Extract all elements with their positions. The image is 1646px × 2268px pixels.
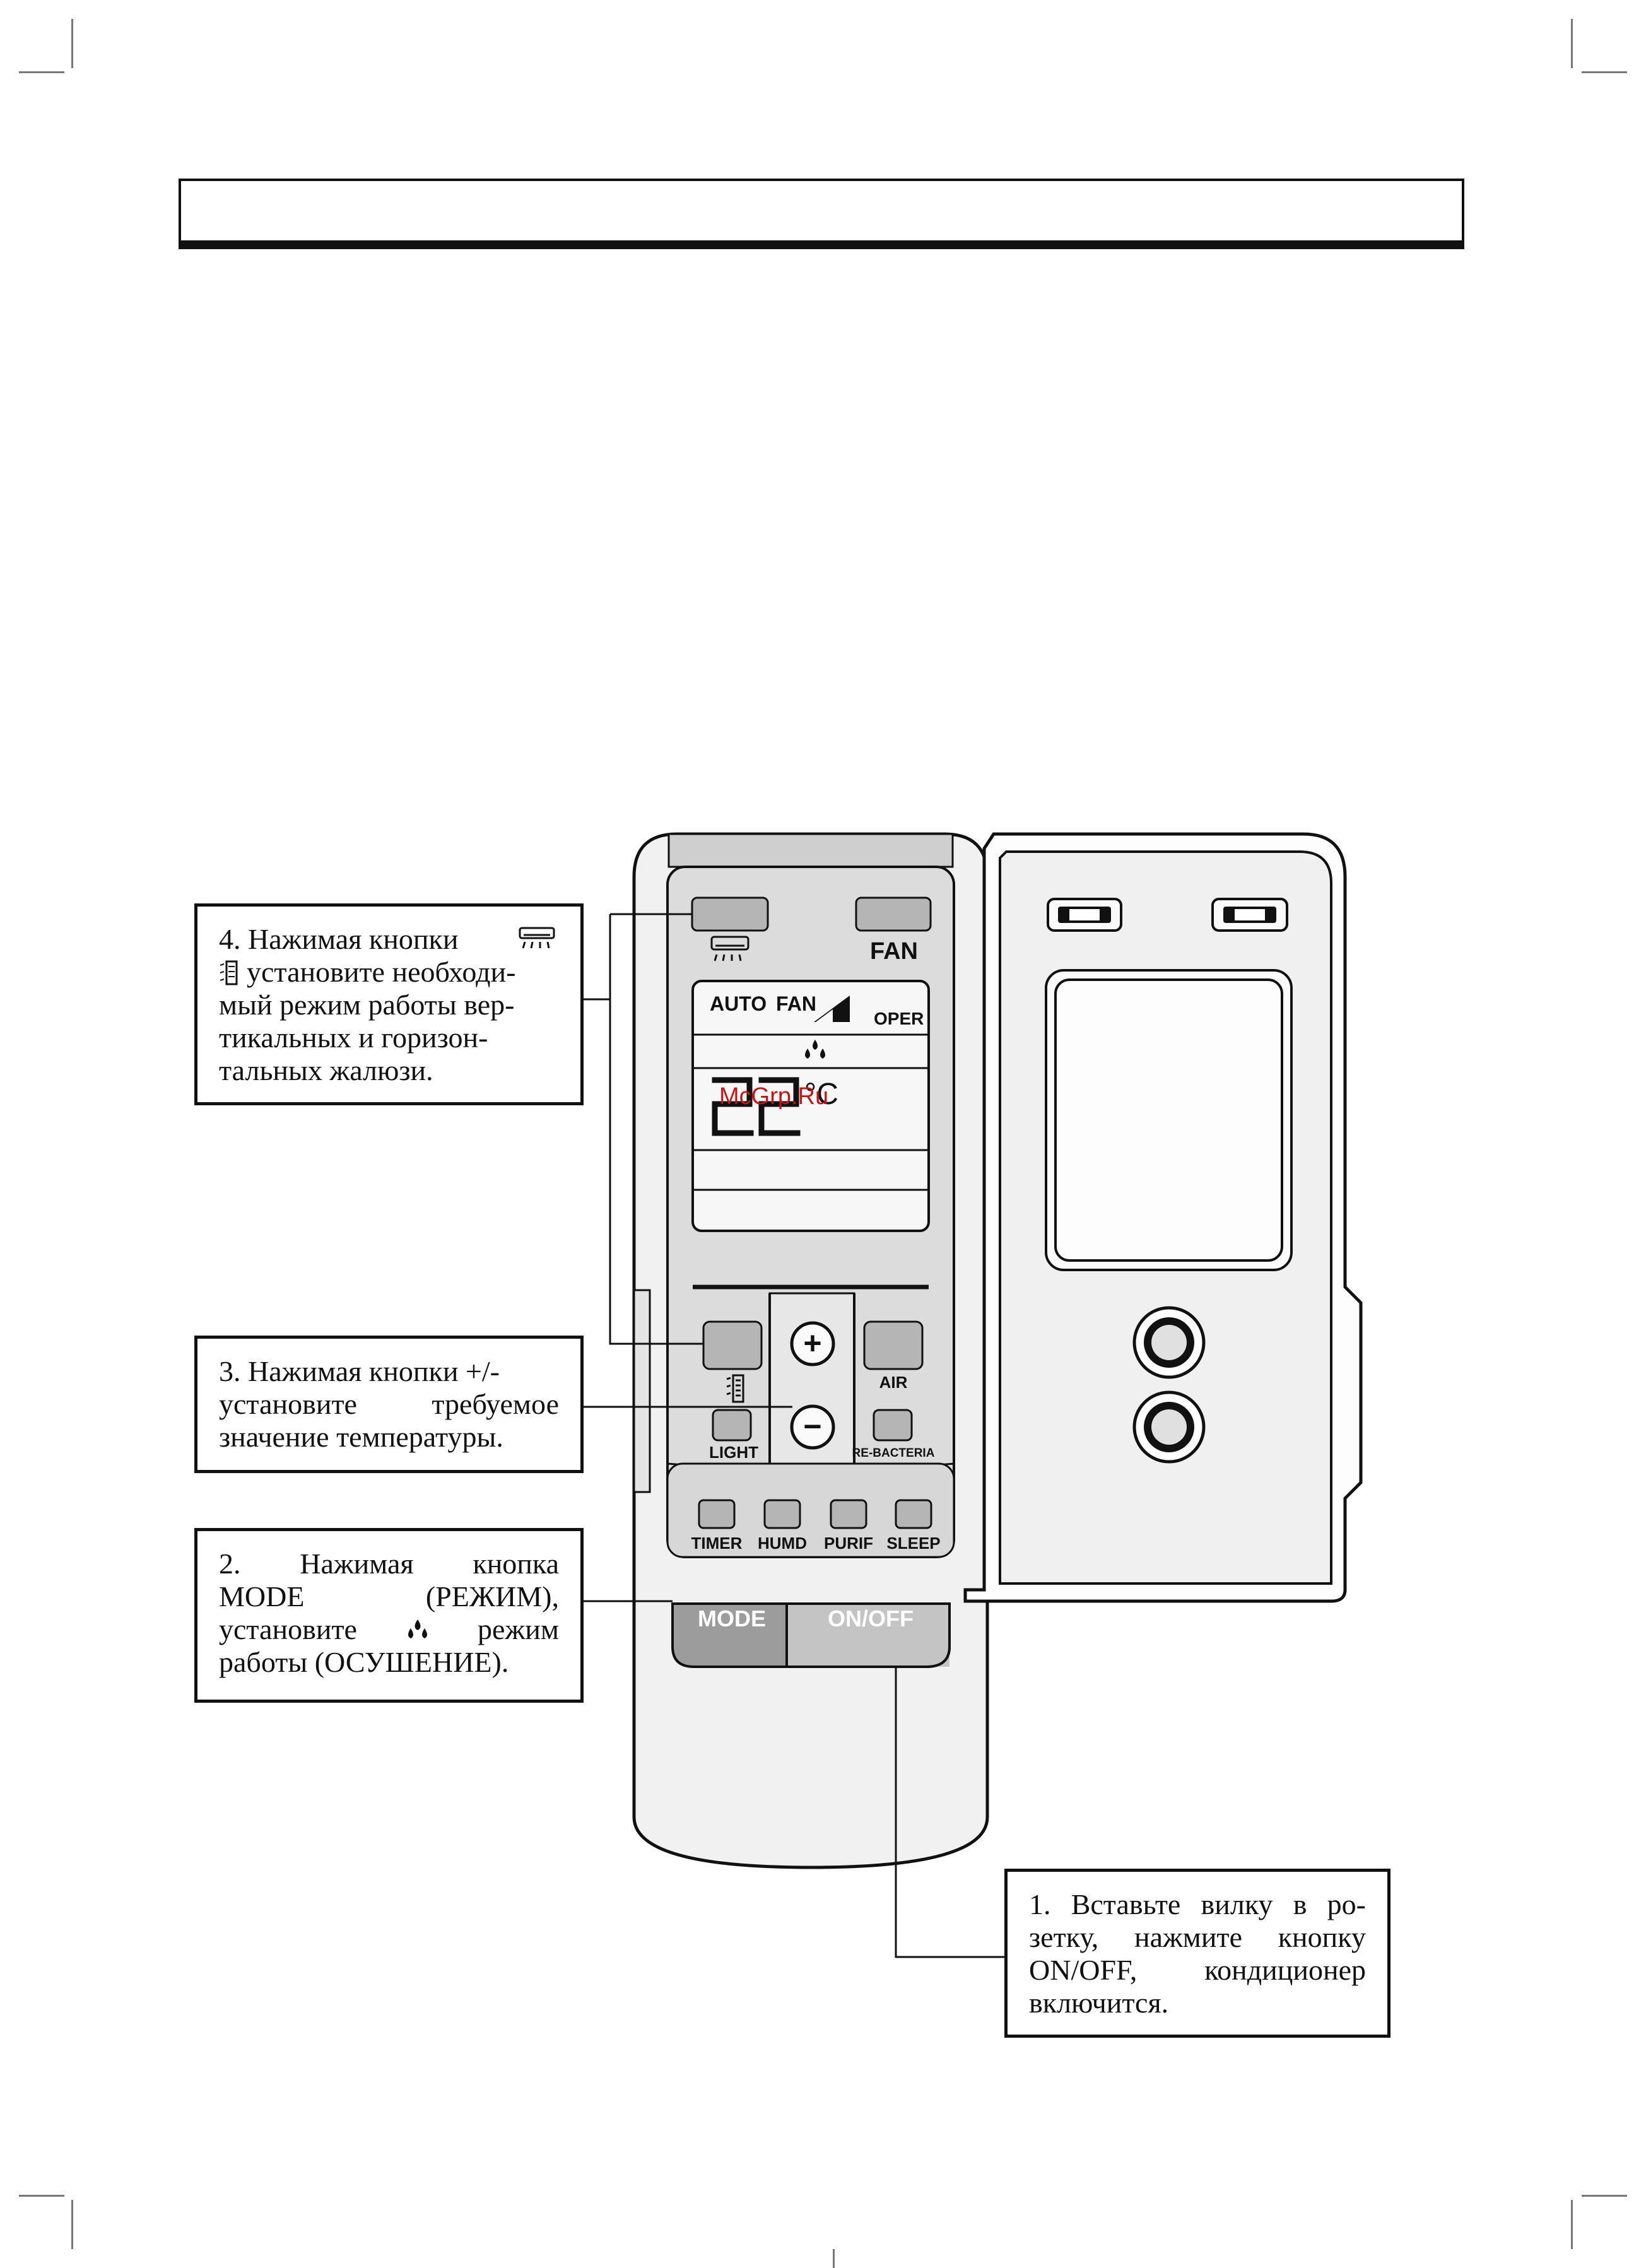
- lcd-temperature-unit: °C: [804, 1078, 838, 1111]
- crop-mark: [1582, 2195, 1627, 2197]
- callout-step-3: 3. Нажимая кнопки +/- установите требуем…: [194, 1336, 584, 1473]
- re-bacteria-label: RE-BACTERIA: [852, 1447, 935, 1460]
- callout-step-3-line-2: установите требуемое: [219, 1388, 559, 1420]
- re-bacteria-button: [873, 1409, 913, 1442]
- onoff-label: ON/OFF: [828, 1606, 914, 1631]
- lcd-auto-label: AUTO: [710, 992, 767, 1015]
- callout-step-1-line-3: ON/OFF, кондиционер: [1029, 1954, 1366, 1986]
- callout-step-2-line-4: работы (ОСУШЕНИЕ).: [219, 1646, 509, 1678]
- temperature-digits-shape: [712, 1077, 801, 1136]
- humd-label: HUMD: [758, 1534, 807, 1553]
- light-label: LIGHT: [709, 1443, 758, 1462]
- swing-horizontal-button: [691, 896, 769, 932]
- air-button: [863, 1320, 924, 1370]
- crop-mark: [833, 2249, 835, 2268]
- horizontal-louver-icon: [710, 936, 750, 961]
- lcd-display: [691, 980, 930, 1232]
- fan-level-icon: [814, 996, 850, 1022]
- callout-step-4-line-4: тикальных и горизон-: [219, 1021, 488, 1054]
- callout-step-1-line-4: включится.: [1029, 1987, 1169, 2019]
- horizontal-louver-icon: [519, 927, 555, 949]
- plus-button: [790, 1321, 835, 1366]
- crop-mark: [1582, 71, 1627, 73]
- humd-button: [763, 1499, 801, 1529]
- dry-mode-icon: [408, 1619, 427, 1638]
- callout-step-2-line-3: установите режим: [219, 1613, 559, 1645]
- cover-button-right: [1211, 898, 1288, 932]
- remote-top-band: [667, 833, 954, 868]
- callout-step-2: 2. Нажимая кнопка MODE (РЕЖИМ), установи…: [194, 1528, 584, 1703]
- swing-vertical-button: [702, 1320, 763, 1370]
- minus-button: [790, 1404, 835, 1450]
- plus-label: +: [803, 1325, 821, 1361]
- cover-button-left: [1047, 898, 1122, 932]
- mode-label: MODE: [698, 1606, 766, 1631]
- callout-step-4: 4. Нажимая кнопки установите необходи- м…: [194, 903, 584, 1105]
- air-label: AIR: [879, 1373, 908, 1392]
- crop-mark: [1571, 19, 1573, 68]
- dry-mode-icon: [805, 1040, 825, 1059]
- lcd-fan-label: FAN: [776, 992, 816, 1015]
- minus-label: −: [803, 1409, 821, 1444]
- cover-round-button-bottom: [1132, 1390, 1206, 1464]
- crop-mark: [71, 19, 73, 68]
- callout-step-3-line-3: значение температуры.: [219, 1421, 503, 1453]
- callout-step-4-line-5: тальных жалюзи.: [219, 1054, 433, 1086]
- light-button: [712, 1409, 752, 1442]
- vertical-louver-icon: [220, 960, 238, 985]
- callout-step-3-line-1: 3. Нажимая кнопки +/-: [219, 1355, 500, 1387]
- purif-label: PURIF: [824, 1534, 873, 1553]
- fan-button: [855, 896, 932, 932]
- vertical-louver-icon: [726, 1374, 744, 1403]
- sleep-button: [895, 1499, 932, 1529]
- watermark: McGrp.Ru: [719, 1083, 829, 1110]
- callout-step-2-line-2: MODE (РЕЖИМ),: [219, 1580, 559, 1613]
- leader-lines: [584, 913, 1006, 1958]
- fan-label: FAN: [870, 938, 918, 965]
- callout-step-1-line-1: 1. Вставьте вилку в ро-: [1029, 1888, 1366, 1920]
- callout-step-2-line-1: 2. Нажимая кнопка: [219, 1548, 559, 1580]
- callout-step-4-line-1: 4. Нажимая кнопки: [219, 923, 559, 956]
- callout-step-4-line-2: установите необходи-: [219, 956, 559, 989]
- timer-label: TIMER: [691, 1534, 743, 1553]
- crop-mark: [1571, 2200, 1573, 2249]
- cover-round-button-top: [1132, 1306, 1206, 1379]
- callout-step-1-line-2: зетку, нажмите кнопку: [1029, 1921, 1366, 1953]
- crop-mark: [19, 71, 64, 73]
- sleep-label: SLEEP: [886, 1534, 940, 1553]
- crop-mark: [19, 2195, 64, 2197]
- crop-mark: [71, 2200, 73, 2249]
- timer-button: [698, 1499, 736, 1529]
- callout-step-1: 1. Вставьте вилку в ро- зетку, нажмите к…: [1004, 1869, 1390, 2038]
- callout-step-4-line-3: мый режим работы вер-: [219, 989, 515, 1021]
- lcd-oper-label: OPER: [874, 1009, 924, 1028]
- section-header-box: [179, 179, 1464, 249]
- purif-button: [830, 1499, 867, 1529]
